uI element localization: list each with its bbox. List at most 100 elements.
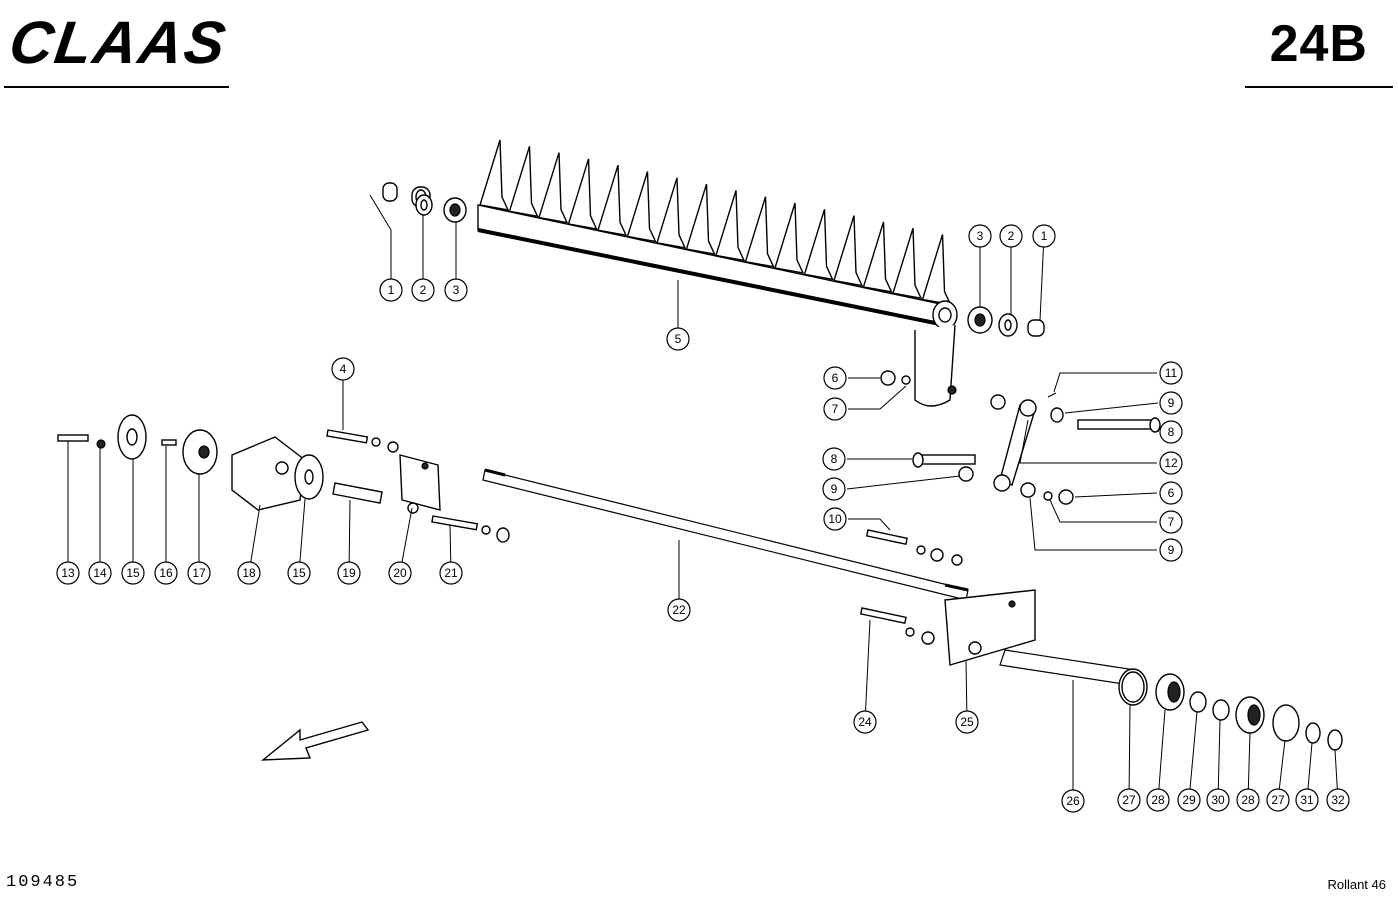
callout-19: 19 [337, 561, 361, 585]
callout-label: 9 [1168, 396, 1175, 410]
callout-21: 21 [439, 561, 463, 585]
model-name: Rollant 46 [1327, 877, 1386, 892]
callout-label: 6 [832, 371, 839, 385]
callout-9: 9 [1159, 391, 1183, 415]
rotor-tine [626, 171, 657, 243]
callout-label: 1 [1041, 229, 1048, 243]
callout-24: 24 [853, 710, 877, 734]
callout-5: 5 [666, 327, 690, 351]
callout-label: 32 [1331, 793, 1345, 807]
callout-label: 29 [1182, 793, 1196, 807]
callout-22: 22 [667, 598, 691, 622]
callout-label: 28 [1241, 793, 1255, 807]
leader-lines [67, 194, 1339, 801]
callout-label: 3 [453, 283, 460, 297]
callout-label: 18 [242, 566, 256, 580]
callout-28: 28 [1146, 788, 1170, 812]
rotor-tine [774, 202, 805, 274]
callout-3: 3 [968, 224, 992, 248]
callout-label: 16 [159, 566, 173, 580]
callout-18: 18 [237, 561, 261, 585]
callout-label: 7 [832, 402, 839, 416]
callout-label: 2 [420, 283, 427, 297]
callout-29: 29 [1177, 788, 1201, 812]
callout-label: 3 [977, 229, 984, 243]
callout-label: 11 [1165, 366, 1178, 380]
callout-label: 12 [1164, 456, 1178, 470]
right-bearing-set [967, 306, 1045, 337]
rotor-tine [685, 183, 716, 256]
callout-14: 14 [88, 561, 112, 585]
callout-16: 16 [154, 561, 178, 585]
callout-8: 8 [822, 447, 846, 471]
rotor-tine [597, 164, 628, 237]
page-code: 24B [1269, 15, 1368, 73]
rotor-tine [803, 209, 834, 281]
callout-label: 7 [1168, 515, 1175, 529]
left-bearing-set [382, 182, 467, 223]
callout-7: 7 [1159, 510, 1183, 534]
rotor-tine [508, 146, 539, 218]
rotor-tine [567, 158, 598, 230]
callout-label: 5 [675, 332, 682, 346]
callout-27: 27 [1117, 788, 1141, 812]
callout-13: 13 [56, 561, 80, 585]
callout-label: 1 [388, 283, 395, 297]
rotor-tine [744, 196, 775, 268]
callout-label: 13 [61, 566, 75, 580]
link-assembly [880, 370, 1161, 505]
callout-17: 17 [187, 561, 211, 585]
callout-10: 10 [823, 507, 847, 531]
callout-label: 21 [444, 566, 458, 580]
callout-label: 31 [1300, 793, 1314, 807]
callout-label: 19 [342, 566, 356, 580]
callout-12: 12 [1159, 451, 1183, 475]
callout-15: 15 [121, 561, 145, 585]
rotor-tine [715, 190, 746, 262]
rotor-tine [538, 152, 569, 224]
callout-label: 14 [93, 566, 107, 580]
rotor-tine [892, 227, 923, 300]
callout-label: 30 [1211, 793, 1225, 807]
callout-27: 27 [1266, 788, 1290, 812]
callout-label: 26 [1066, 794, 1080, 808]
callout-label: 9 [1168, 543, 1175, 557]
callout-1: 1 [1032, 224, 1056, 248]
callout-label: 15 [126, 566, 140, 580]
callout-2: 2 [411, 278, 435, 302]
callout-label: 20 [393, 566, 407, 580]
callout-label: 10 [828, 512, 842, 526]
callout-label: 25 [960, 715, 974, 729]
callout-label: 8 [831, 452, 838, 466]
callout-11: 11 [1159, 361, 1183, 385]
callout-28: 28 [1236, 788, 1260, 812]
callout-26: 26 [1061, 789, 1085, 813]
rotor-tine [921, 234, 952, 306]
callout-label: 9 [831, 482, 838, 496]
callout-9: 9 [1159, 538, 1183, 562]
left-drive-parts [57, 414, 510, 543]
callout-label: 8 [1168, 425, 1175, 439]
rotor-tine [862, 221, 893, 293]
callout-6: 6 [1159, 481, 1183, 505]
rotor-tine [656, 177, 687, 249]
rotor-tine [479, 139, 510, 211]
callout-31: 31 [1295, 788, 1319, 812]
callout-label: 24 [858, 715, 872, 729]
direction-arrow [260, 721, 370, 761]
callout-7: 7 [823, 397, 847, 421]
rotor-assembly [477, 139, 958, 407]
rotor-tine [833, 215, 864, 287]
callout-32: 32 [1326, 788, 1350, 812]
rotor-tines [479, 139, 952, 306]
callout-label: 4 [340, 362, 347, 376]
callout-2: 2 [999, 224, 1023, 248]
document-number: 109485 [6, 873, 80, 892]
header-rule-left [4, 86, 229, 88]
callout-20: 20 [388, 561, 412, 585]
callout-1: 1 [379, 278, 403, 302]
callout-30: 30 [1206, 788, 1230, 812]
callout-15: 15 [287, 561, 311, 585]
